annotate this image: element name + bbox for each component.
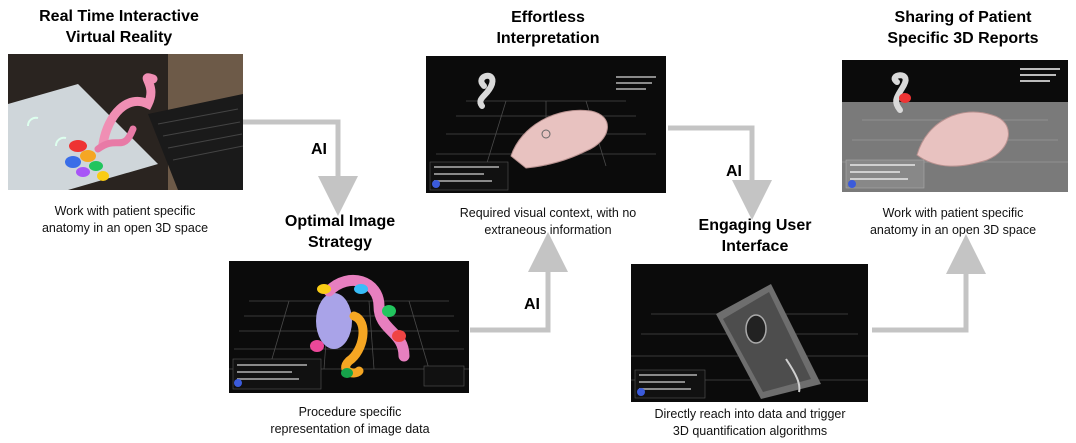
report-3d-render	[842, 60, 1068, 192]
step3-title: Effortless Interpretation	[496, 9, 600, 47]
arrow-step3-to-step4	[668, 125, 772, 220]
step3-caption: Required visual context, with no extrane…	[459, 206, 637, 237]
step2-title: Optimal Image Strategy	[284, 213, 396, 251]
liver-3d-render	[426, 56, 666, 193]
step5-caption: Work with patient specific anatomy in an…	[869, 206, 1037, 237]
step2-caption: Procedure specific representation of ima…	[270, 405, 430, 436]
vr-photo	[8, 54, 243, 190]
ai-label: AI	[726, 163, 742, 180]
step4-title: Engaging User Interface	[698, 217, 812, 255]
arrow-step1-to-step2	[243, 119, 358, 216]
ai-label: AI	[524, 296, 540, 313]
colon-3d-render	[229, 261, 469, 393]
arrow-step2-to-step3	[470, 232, 568, 333]
step1-title: Real Time Interactive Virtual Reality	[39, 8, 199, 46]
step5-title: Sharing of Patient Specific 3D Reports	[887, 9, 1039, 47]
step4-caption: Directly reach into data and trigger 3D …	[654, 407, 846, 438]
ai-label: AI	[311, 141, 327, 158]
ct-slice-render	[631, 264, 868, 402]
arrow-step4-to-step5	[872, 234, 986, 333]
step1-caption: Work with patient specific anatomy in an…	[41, 204, 209, 235]
